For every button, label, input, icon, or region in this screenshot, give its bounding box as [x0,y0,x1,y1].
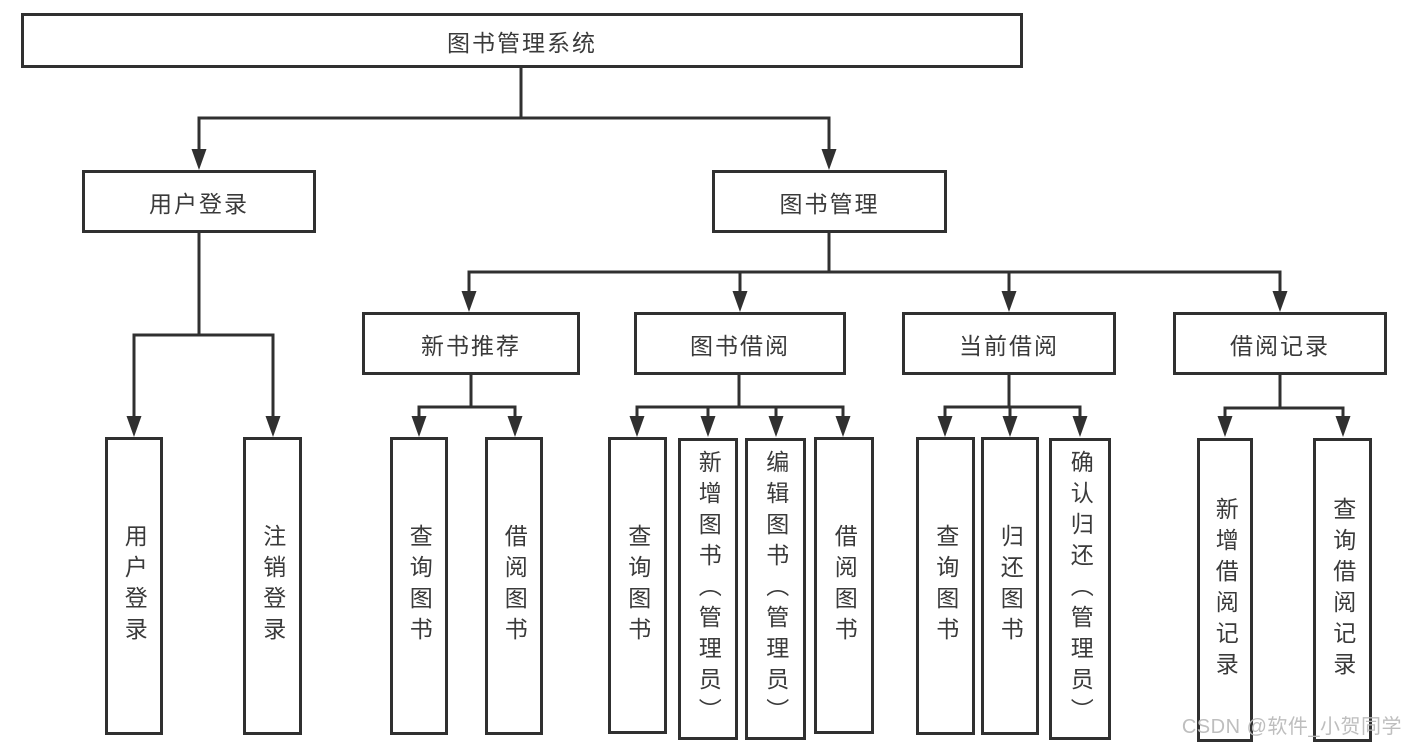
node-new-book-recommend-label: 新书推荐 [421,332,521,359]
leaf-user-login-label: 用户登录 [121,524,148,648]
leaf-logout: 注销登录 [243,437,302,735]
csdn-watermark: CSDN @软件_小贺同学 [1181,716,1402,738]
leaf-current-return-books: 归还图书 [981,437,1039,735]
leaf-records-query-record: 查询借阅记录 [1313,438,1372,742]
node-book-management-label: 图书管理 [779,190,880,217]
node-book-management: 图书管理 [712,170,947,233]
leaf-records-query-record-label: 查询借阅记录 [1329,497,1356,683]
leaf-borrow-borrow-books-label: 借阅图书 [831,523,858,648]
node-book-borrow: 图书借阅 [634,312,846,375]
leaf-borrow-query-books-label: 查询图书 [624,523,651,648]
leaf-current-return-books-label: 归还图书 [997,524,1024,648]
leaf-current-query-books-label: 查询图书 [932,524,959,648]
leaf-current-query-books: 查询图书 [916,437,975,735]
leaf-borrow-add-books-admin: 新增图书（管理员） [678,438,738,740]
leaf-borrow-borrow-books: 借阅图书 [814,437,874,734]
node-root-label: 图书管理系统 [447,29,597,56]
leaf-recommend-query-books: 查询图书 [390,437,448,735]
leaf-recommend-borrow-books-label: 借阅图书 [501,524,528,648]
node-root: 图书管理系统 [21,13,1023,68]
node-user-login: 用户登录 [82,170,316,233]
node-book-borrow-label: 图书借阅 [690,332,790,359]
node-current-borrow: 当前借阅 [902,312,1116,375]
leaf-logout-label: 注销登录 [259,524,286,648]
leaf-records-add-record: 新增借阅记录 [1197,438,1253,742]
leaf-current-confirm-return-admin: 确认归还（管理员） [1049,438,1111,740]
leaf-recommend-borrow-books: 借阅图书 [485,437,543,735]
leaf-user-login: 用户登录 [105,437,163,735]
leaf-borrow-add-books-admin-label: 新增图书（管理员） [695,449,722,729]
leaf-borrow-edit-books-admin: 编辑图书（管理员） [745,438,806,740]
node-borrow-records: 借阅记录 [1173,312,1387,375]
leaf-current-confirm-return-admin-label: 确认归还（管理员） [1067,449,1094,729]
node-new-book-recommend: 新书推荐 [362,312,580,375]
leaf-borrow-edit-books-admin-label: 编辑图书（管理员） [762,449,789,729]
leaf-records-add-record-label: 新增借阅记录 [1212,497,1239,683]
node-current-borrow-label: 当前借阅 [959,332,1059,359]
leaf-recommend-query-books-label: 查询图书 [406,524,433,648]
node-user-login-label: 用户登录 [149,190,249,217]
leaf-borrow-query-books: 查询图书 [608,437,667,734]
node-borrow-records-label: 借阅记录 [1230,332,1330,359]
